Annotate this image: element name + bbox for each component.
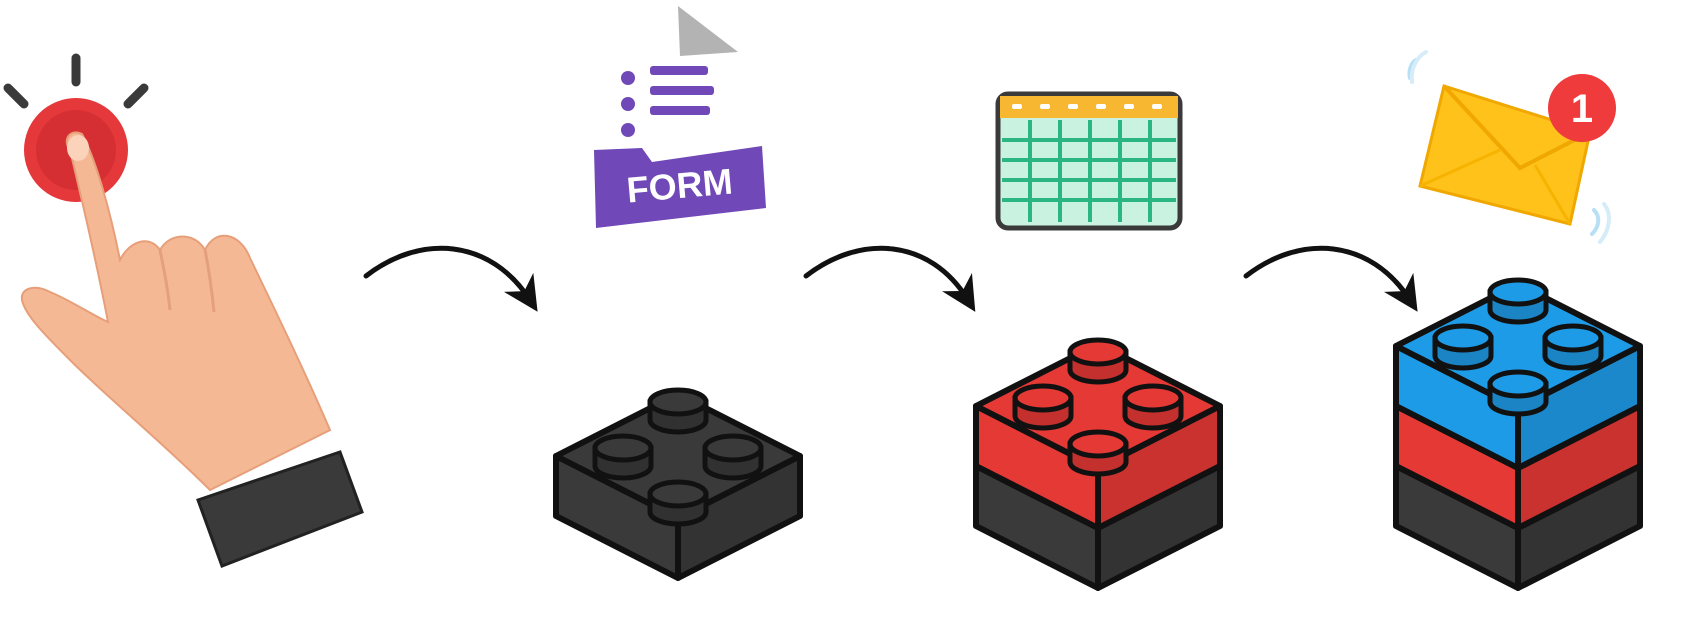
lego-brick-icon (973, 337, 1223, 591)
brick-stud (1012, 383, 1074, 431)
spreadsheet-icon (995, 91, 1183, 231)
brick-top-face (973, 341, 1223, 471)
curved-arrow-icon (363, 245, 538, 312)
brick-stud (1122, 383, 1184, 431)
brick-stud (1542, 323, 1604, 371)
brick-stud (647, 387, 709, 435)
curved-arrow-icon (1243, 245, 1418, 312)
form-label: FORM (625, 160, 734, 210)
lego-brick-icon (553, 387, 803, 581)
brick-stud (702, 433, 764, 481)
email-notification-icon: 1 (1407, 50, 1616, 244)
brick-stud (1487, 369, 1549, 417)
curved-arrow-icon (803, 245, 976, 312)
brick-top-face (1393, 281, 1643, 411)
brick-stud (1067, 337, 1129, 385)
form-icon: FORM (594, 6, 766, 228)
brick-top-face (553, 391, 803, 521)
brick-layer (553, 453, 803, 581)
brick-stud (647, 479, 709, 527)
brick-stud (1432, 323, 1494, 371)
brick-stud (1067, 429, 1129, 477)
brick-stud (592, 433, 654, 481)
lego-brick-icon (1393, 277, 1643, 591)
brick-stud (1487, 277, 1549, 325)
hand-pressing-button-icon (3, 53, 364, 568)
notification-badge: 1 (1571, 87, 1593, 131)
